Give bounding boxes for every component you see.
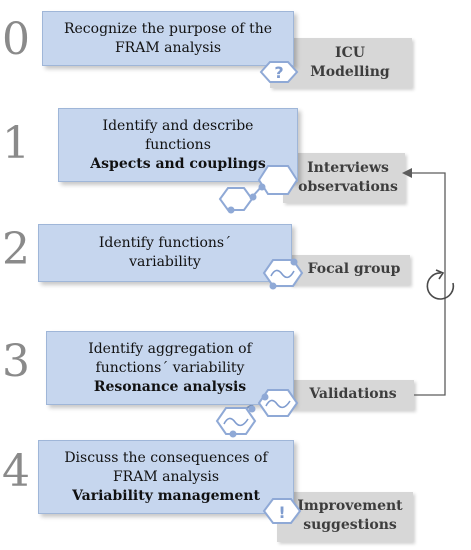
step-number-0: 0: [2, 14, 30, 65]
step-number-3: 3: [2, 336, 30, 387]
side-label-modelling-text: Modelling: [310, 64, 390, 80]
side-label-improvement-text: Improvement: [297, 498, 403, 514]
side-label-observations-text: observations: [298, 179, 398, 195]
step-box-0: Recognize the purpose of the FRAM analys…: [42, 11, 294, 66]
step-1-bold: Aspects and couplings: [90, 155, 266, 172]
side-label-validations: Validations: [309, 386, 397, 402]
exclamation-hexagon-icon: !: [262, 498, 302, 524]
side-box-focal-group: [290, 255, 410, 285]
step-box-4: Discuss the consequences of FRAM analysi…: [38, 440, 294, 514]
step-number-2: 2: [2, 224, 30, 275]
step-box-1: Identify and describe functions Aspects …: [58, 108, 298, 182]
step-2-line-1: Identify functions´: [98, 235, 232, 251]
step-4-line-2: FRAM analysis: [112, 468, 220, 485]
step-2-line-2: variability: [129, 254, 201, 270]
step-4-line-1: Discuss the consequences of: [64, 449, 268, 466]
side-label-modelling: ICU Modelling: [290, 44, 410, 82]
side-label-improvement: Improvement suggestions: [288, 497, 412, 535]
exclamation-mark: !: [278, 503, 285, 522]
side-label-focal-group: Focal group: [307, 261, 401, 277]
step-0-line-1: Recognize the purpose of the: [63, 20, 272, 37]
question-hexagon-icon: ?: [259, 61, 299, 83]
step-1-line-1: Identify and describe: [102, 117, 254, 134]
question-mark: ?: [274, 63, 283, 82]
side-box-validations: [284, 380, 414, 410]
side-box-interviews: [283, 153, 405, 203]
step-1-line-2: functions: [145, 136, 211, 153]
step-3-line-2: functions´ variability: [95, 359, 245, 376]
step-box-2: Identify functions´ variability: [38, 224, 292, 282]
side-box-improvement: [277, 492, 413, 542]
step-number-1: 1: [2, 118, 30, 169]
step-number-4: 4: [2, 446, 30, 497]
step-3-bold: Resonance analysis: [93, 378, 247, 395]
side-label-interviews-text: Interviews: [307, 160, 389, 176]
step-box-3: Identify aggregation of functions´ varia…: [46, 331, 294, 405]
variability-hexagon-icon: [262, 258, 304, 290]
step-3-line-1: Identify aggregation of: [88, 340, 252, 357]
step-4-bold: Variability management: [72, 487, 260, 504]
side-label-interviews: Interviews observations: [290, 159, 406, 197]
cycle-icon: [426, 269, 455, 300]
function-hexagon-icon-pair: [218, 165, 299, 214]
side-label-suggestions-text: suggestions: [303, 517, 397, 533]
step-0-line-2: FRAM analysis: [114, 39, 222, 56]
side-label-icu: ICU: [335, 45, 365, 61]
feedback-arrow: [402, 168, 446, 396]
resonance-hexagon-icon-pair: [215, 389, 299, 438]
